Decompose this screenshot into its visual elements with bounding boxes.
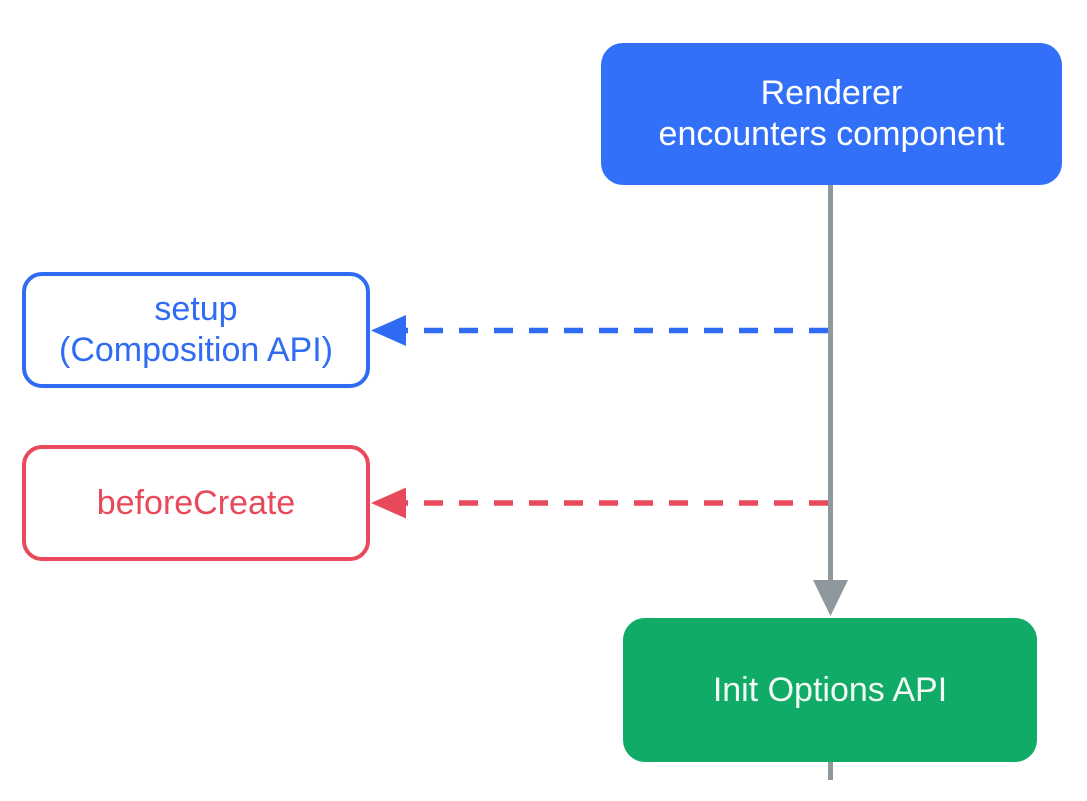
main-flow-arrowhead-icon <box>813 580 848 616</box>
node-before-create-label: beforeCreate <box>96 483 296 522</box>
node-init-options-label: Init Options API <box>712 670 948 709</box>
setup-branch-arrowhead-icon <box>371 315 406 346</box>
node-renderer-encounters-component: Renderer encounters component <box>601 43 1062 185</box>
node-renderer-label-line2: encounters component <box>658 115 1005 153</box>
node-init-options-api: Init Options API <box>623 618 1037 762</box>
node-renderer-label-line1: Renderer <box>760 74 903 112</box>
node-before-create: beforeCreate <box>22 445 370 561</box>
node-setup-label-line2: (Composition API) <box>59 331 333 369</box>
node-setup-label-line1: setup <box>154 290 238 328</box>
node-setup-composition-api: setup (Composition API) <box>22 272 370 388</box>
before-create-branch-arrowhead-icon <box>371 487 406 519</box>
